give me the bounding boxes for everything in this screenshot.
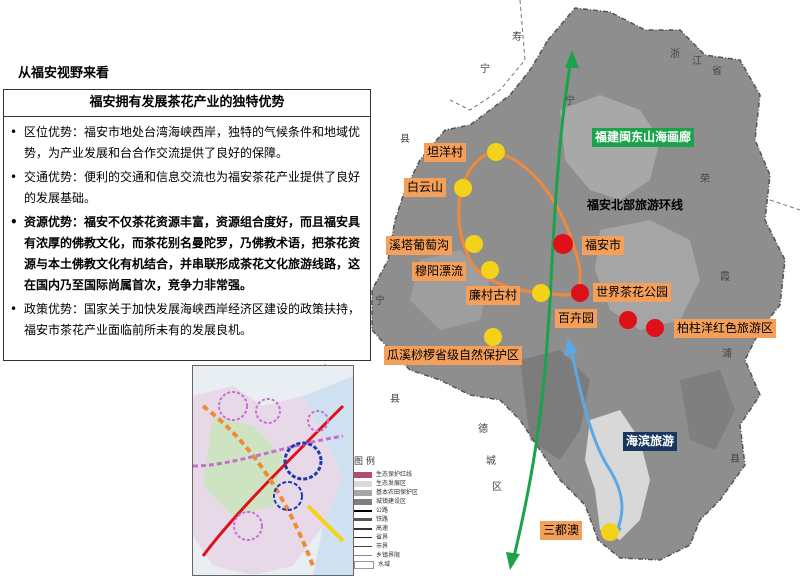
- map-legend: 图 例 生态保护红线 生态发展区 基本农田保护区 城镇建设区 公路 铁路 高速 …: [354, 458, 454, 569]
- legend-row: 生态发展区: [354, 479, 454, 488]
- advantage-traffic: •交通优势：便利的交通和信息交流也为福安茶花产业提供了良好的发展基础。: [10, 170, 361, 205]
- advantage-policy: •政策优势：国家关于加快发展海峡西岸经济区建设的政策扶持，福安市茶花产业面临前所…: [10, 302, 361, 337]
- map-text-xia: 霞: [720, 272, 730, 283]
- north-loop-label: 福安北部旅游环线: [587, 198, 684, 212]
- corridor-arrow-top: [565, 50, 579, 68]
- terrain-dark-2: [680, 370, 735, 450]
- legend-row: 水域: [354, 560, 454, 569]
- advantages-list: •区位优势：福安市地处台湾海峡西岸，独特的气候条件和地域优势，为产业发展和台合作…: [10, 122, 366, 344]
- province-border: [449, 0, 526, 111]
- legend-item: 高速: [376, 525, 389, 532]
- map-text-jiang: 江: [692, 56, 702, 67]
- coastal-label: 海滨旅游: [623, 432, 678, 451]
- poi-xixi: [465, 235, 483, 253]
- legend-item: 水域: [378, 561, 391, 568]
- map-text-xian2: 县: [400, 134, 410, 145]
- legend-row: 铁路: [354, 515, 454, 524]
- poi-baiyun: [454, 179, 472, 197]
- label-fuan-city: 福安市: [582, 236, 625, 255]
- legend-row: 市界: [354, 542, 454, 551]
- legend-row: 基本农田保护区: [354, 488, 454, 497]
- label-guaxi: 瓜溪桫椤省级自然保护区: [384, 346, 523, 365]
- corridor-label: 福建闽东山海画廊: [592, 128, 695, 147]
- coastal-route: [568, 344, 624, 536]
- regional-inset-map: [192, 365, 354, 576]
- legend-title: 图 例: [354, 457, 375, 467]
- map-text-shou: 寿: [512, 32, 522, 43]
- label-sandu: 三都澳: [540, 521, 583, 540]
- inset-map-graphic: [193, 376, 353, 575]
- label-liancun: 廉村古村: [466, 286, 521, 305]
- coastal-arrow-top: [564, 338, 578, 356]
- bullet-text: 资源优势：福安不仅茶花资源丰富，资源组合度好，而且福安具有浓厚的佛教文化，而茶花…: [24, 215, 361, 292]
- label-danyang: 坦洋村: [424, 143, 467, 162]
- advantage-location: •区位优势：福安市地处台湾海峡西岸，独特的气候条件和地域优势，为产业发展和台合作…: [10, 125, 361, 160]
- legend-item: 基本农田保护区: [376, 489, 419, 496]
- poi-tea-park: [571, 284, 589, 302]
- corridor-route: [510, 54, 574, 566]
- bullet-text: 交通优势：便利的交通和信息交流也为福安茶花产业提供了良好的发展基础。: [24, 170, 361, 205]
- legend-item: 生态保护红线: [376, 471, 413, 478]
- legend-row: 公路: [354, 506, 454, 515]
- map-text-xian3: 县: [390, 394, 400, 405]
- poi-danyang: [487, 143, 505, 161]
- legend-item: 市界: [376, 543, 389, 550]
- bullet-text: 政策优势：国家关于加快发展海峡西岸经济区建设的政策扶持，福安市茶花产业面临前所未…: [24, 302, 361, 337]
- terrain-light-1: [560, 95, 660, 200]
- legend-row: 高速: [354, 524, 454, 533]
- legend-row: 城镇建设区: [354, 497, 454, 506]
- poi-baihui: [619, 311, 637, 329]
- section-title: 从福安视野来看: [18, 66, 110, 81]
- poi-guaxi: [484, 328, 502, 346]
- advantage-resources: •资源优势：福安不仅茶花资源丰富，资源组合度好，而且福安具有浓厚的佛教文化，而茶…: [10, 215, 361, 292]
- legend-item: 公路: [376, 507, 389, 514]
- legend-row: 乡镇界限: [354, 551, 454, 560]
- poi-liancun: [532, 284, 550, 302]
- legend-row: 生态保护红线: [354, 470, 454, 479]
- county-border-east: [769, 199, 800, 211]
- map-text-ning: 宁: [565, 96, 575, 107]
- corridor-arrow-bottom: [506, 552, 520, 570]
- poi-baizhuyang: [646, 319, 664, 337]
- legend-item: 铁路: [376, 516, 389, 523]
- poi-sandu: [601, 523, 619, 541]
- map-text-sheng: 省: [712, 66, 722, 77]
- legend-item: 城镇建设区: [376, 498, 407, 505]
- map-text-pu: 浦: [722, 349, 732, 360]
- label-tea-park: 世界茶花公园: [593, 283, 672, 302]
- legend-item: 省界: [376, 534, 389, 541]
- map-text-cheng: 城: [486, 456, 496, 467]
- label-baiyun: 白云山: [404, 178, 447, 197]
- poi-muyang: [481, 261, 499, 279]
- advantages-panel: 福安拥有发展茶花产业的独特优势 •区位优势：福安市地处台湾海峡西岸，独特的气候条…: [3, 89, 371, 361]
- map-text-ning3: 宁: [375, 296, 385, 307]
- label-xixi: 溪塔葡萄沟: [386, 236, 453, 255]
- label-baihui: 百卉园: [555, 309, 598, 328]
- label-baizhuyang: 柏柱洋红色旅游区: [674, 319, 777, 338]
- legend-item: 生态发展区: [376, 480, 407, 487]
- label-muyang: 穆阳漂流: [412, 262, 467, 281]
- map-text-rong: 荣: [700, 174, 710, 185]
- legend-item: 乡镇界限: [376, 552, 401, 559]
- map-text-de: 德: [478, 424, 488, 435]
- bullet-text: 区位优势：福安市地处台湾海峡西岸，独特的气候条件和地域优势，为产业发展和台合作交…: [24, 125, 361, 160]
- map-text-qu: 区: [492, 482, 502, 493]
- boundary-line: [371, 7, 786, 561]
- map-text-xian1: 县: [730, 454, 740, 465]
- map-text-zhe: 浙: [670, 49, 680, 60]
- panel-title: 福安拥有发展茶花产业的独特优势: [4, 90, 370, 117]
- poi-fuan-city: [553, 234, 573, 254]
- map-text-ning2: 宁: [480, 64, 490, 75]
- legend-row: 省界: [354, 533, 454, 542]
